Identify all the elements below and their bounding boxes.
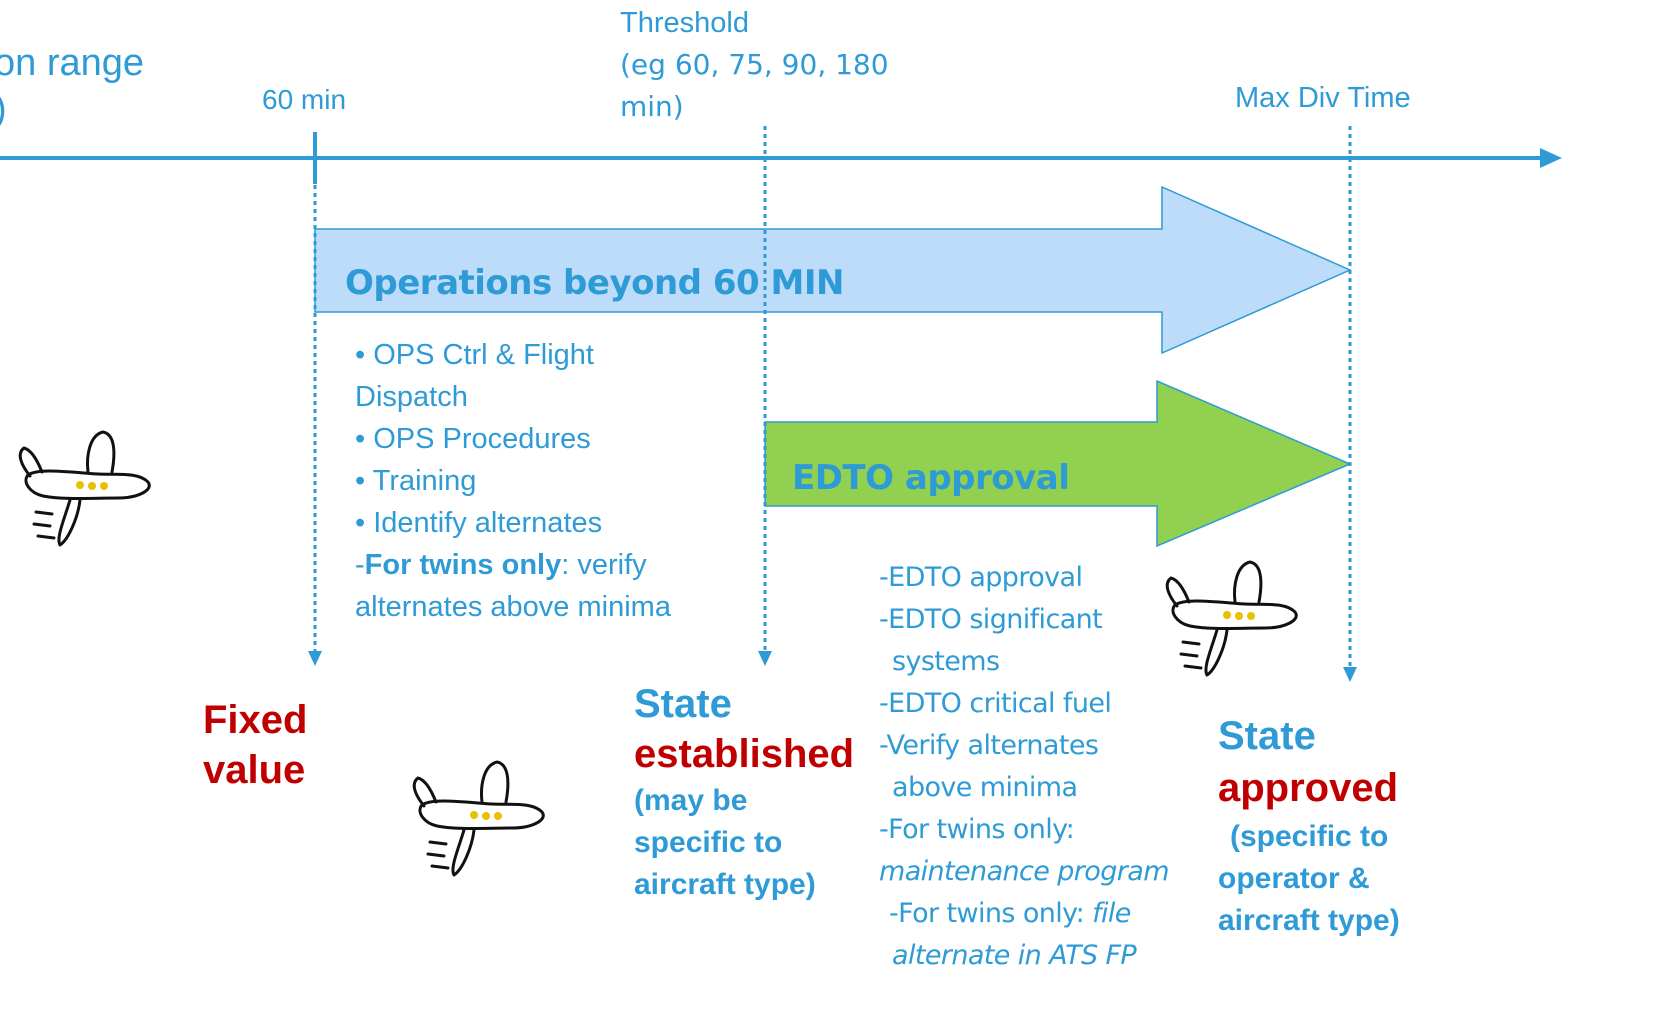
list-item: alternate in ATS FP bbox=[892, 940, 1137, 971]
list-item: • Identify alternates bbox=[355, 507, 603, 539]
note-line: (specific to bbox=[1230, 820, 1389, 853]
drop-arrowhead-max-div bbox=[1343, 667, 1357, 682]
threshold-title: Threshold bbox=[620, 7, 749, 39]
twins-dash: - bbox=[355, 549, 365, 581]
state-established-title: State bbox=[634, 682, 732, 726]
list-item: -EDTO significant bbox=[879, 604, 1103, 635]
left-range-label: on range ) bbox=[0, 40, 144, 132]
threshold-example: (eg 60, 75, 90, 180 bbox=[620, 48, 889, 81]
list-item: • OPS Ctrl & Flight bbox=[355, 339, 594, 371]
list-item: -EDTO critical fuel bbox=[879, 688, 1112, 719]
note-line: specific to bbox=[634, 826, 783, 859]
twins-only-text: : verify bbox=[561, 549, 647, 581]
state-approved-title: State bbox=[1218, 714, 1316, 758]
note-line: (may be bbox=[634, 784, 748, 817]
list-item: -For twins only: bbox=[879, 814, 1075, 845]
threshold-unit: min) bbox=[620, 90, 684, 123]
marker-60-min-label: 60 min bbox=[262, 84, 347, 115]
note-line: aircraft type) bbox=[634, 868, 816, 901]
list-item: maintenance program bbox=[879, 856, 1170, 887]
list-item: -Verify alternates bbox=[879, 730, 1099, 761]
state-approved-label: State approved (specific to operator & a… bbox=[1218, 712, 1400, 942]
airplane-icon bbox=[1155, 550, 1305, 685]
list-item: -EDTO approval bbox=[879, 562, 1083, 593]
airplane-icon bbox=[8, 420, 158, 555]
list-item: Dispatch bbox=[355, 381, 468, 413]
note-line: aircraft type) bbox=[1218, 904, 1400, 937]
ops-beyond-arrow bbox=[314, 185, 1352, 355]
list-item: systems bbox=[892, 646, 1000, 677]
list-item: alternates above minima bbox=[355, 591, 671, 623]
drop-arrowhead-threshold bbox=[758, 651, 772, 666]
note-line: operator & bbox=[1218, 862, 1370, 895]
state-established-label: State established (may be specific to ai… bbox=[634, 680, 854, 906]
twins-only-emphasis: For twins only bbox=[364, 549, 562, 581]
list-item: above minima bbox=[892, 772, 1078, 803]
list-item: • OPS Procedures bbox=[355, 423, 591, 455]
state-approved-note: (specific to operator & aircraft type) bbox=[1218, 816, 1400, 942]
fixed-value-line2: value bbox=[203, 748, 306, 792]
ops-beyond-label: Operations beyond 60 MIN bbox=[345, 263, 844, 303]
edto-requirements-list: -EDTO approval -EDTO significant systems… bbox=[879, 557, 1170, 977]
file-alt-italic: file bbox=[1092, 898, 1131, 929]
threshold-label: Threshold (eg 60, 75, 90, 180 min) bbox=[620, 2, 889, 128]
fixed-value-line1: Fixed bbox=[203, 698, 308, 742]
max-div-time-label: Max Div Time bbox=[1235, 82, 1411, 114]
file-alt-text: -For twins only: bbox=[889, 898, 1093, 929]
state-approved-word: approved bbox=[1218, 766, 1399, 810]
state-established-word: established bbox=[634, 732, 855, 776]
airplane-icon bbox=[402, 750, 552, 885]
drop-arrowhead-60 bbox=[308, 651, 322, 666]
list-item: -For twins only: file bbox=[879, 893, 1169, 935]
fixed-value-label: Fixed value bbox=[203, 695, 307, 795]
edto-approval-arrow-label: EDTO approval bbox=[792, 458, 1070, 498]
ops-requirements-list: • OPS Ctrl & Flight Dispatch • OPS Proce… bbox=[355, 334, 671, 628]
state-established-note: (may be specific to aircraft type) bbox=[634, 780, 854, 906]
left-range-label-line1: on range bbox=[0, 42, 145, 84]
time-axis-arrowhead bbox=[1540, 148, 1562, 168]
list-item: • Training bbox=[355, 465, 477, 497]
edto-arrow bbox=[764, 379, 1352, 548]
left-range-label-line2: ) bbox=[0, 86, 144, 132]
list-item: -For twins only: verify bbox=[355, 544, 671, 586]
